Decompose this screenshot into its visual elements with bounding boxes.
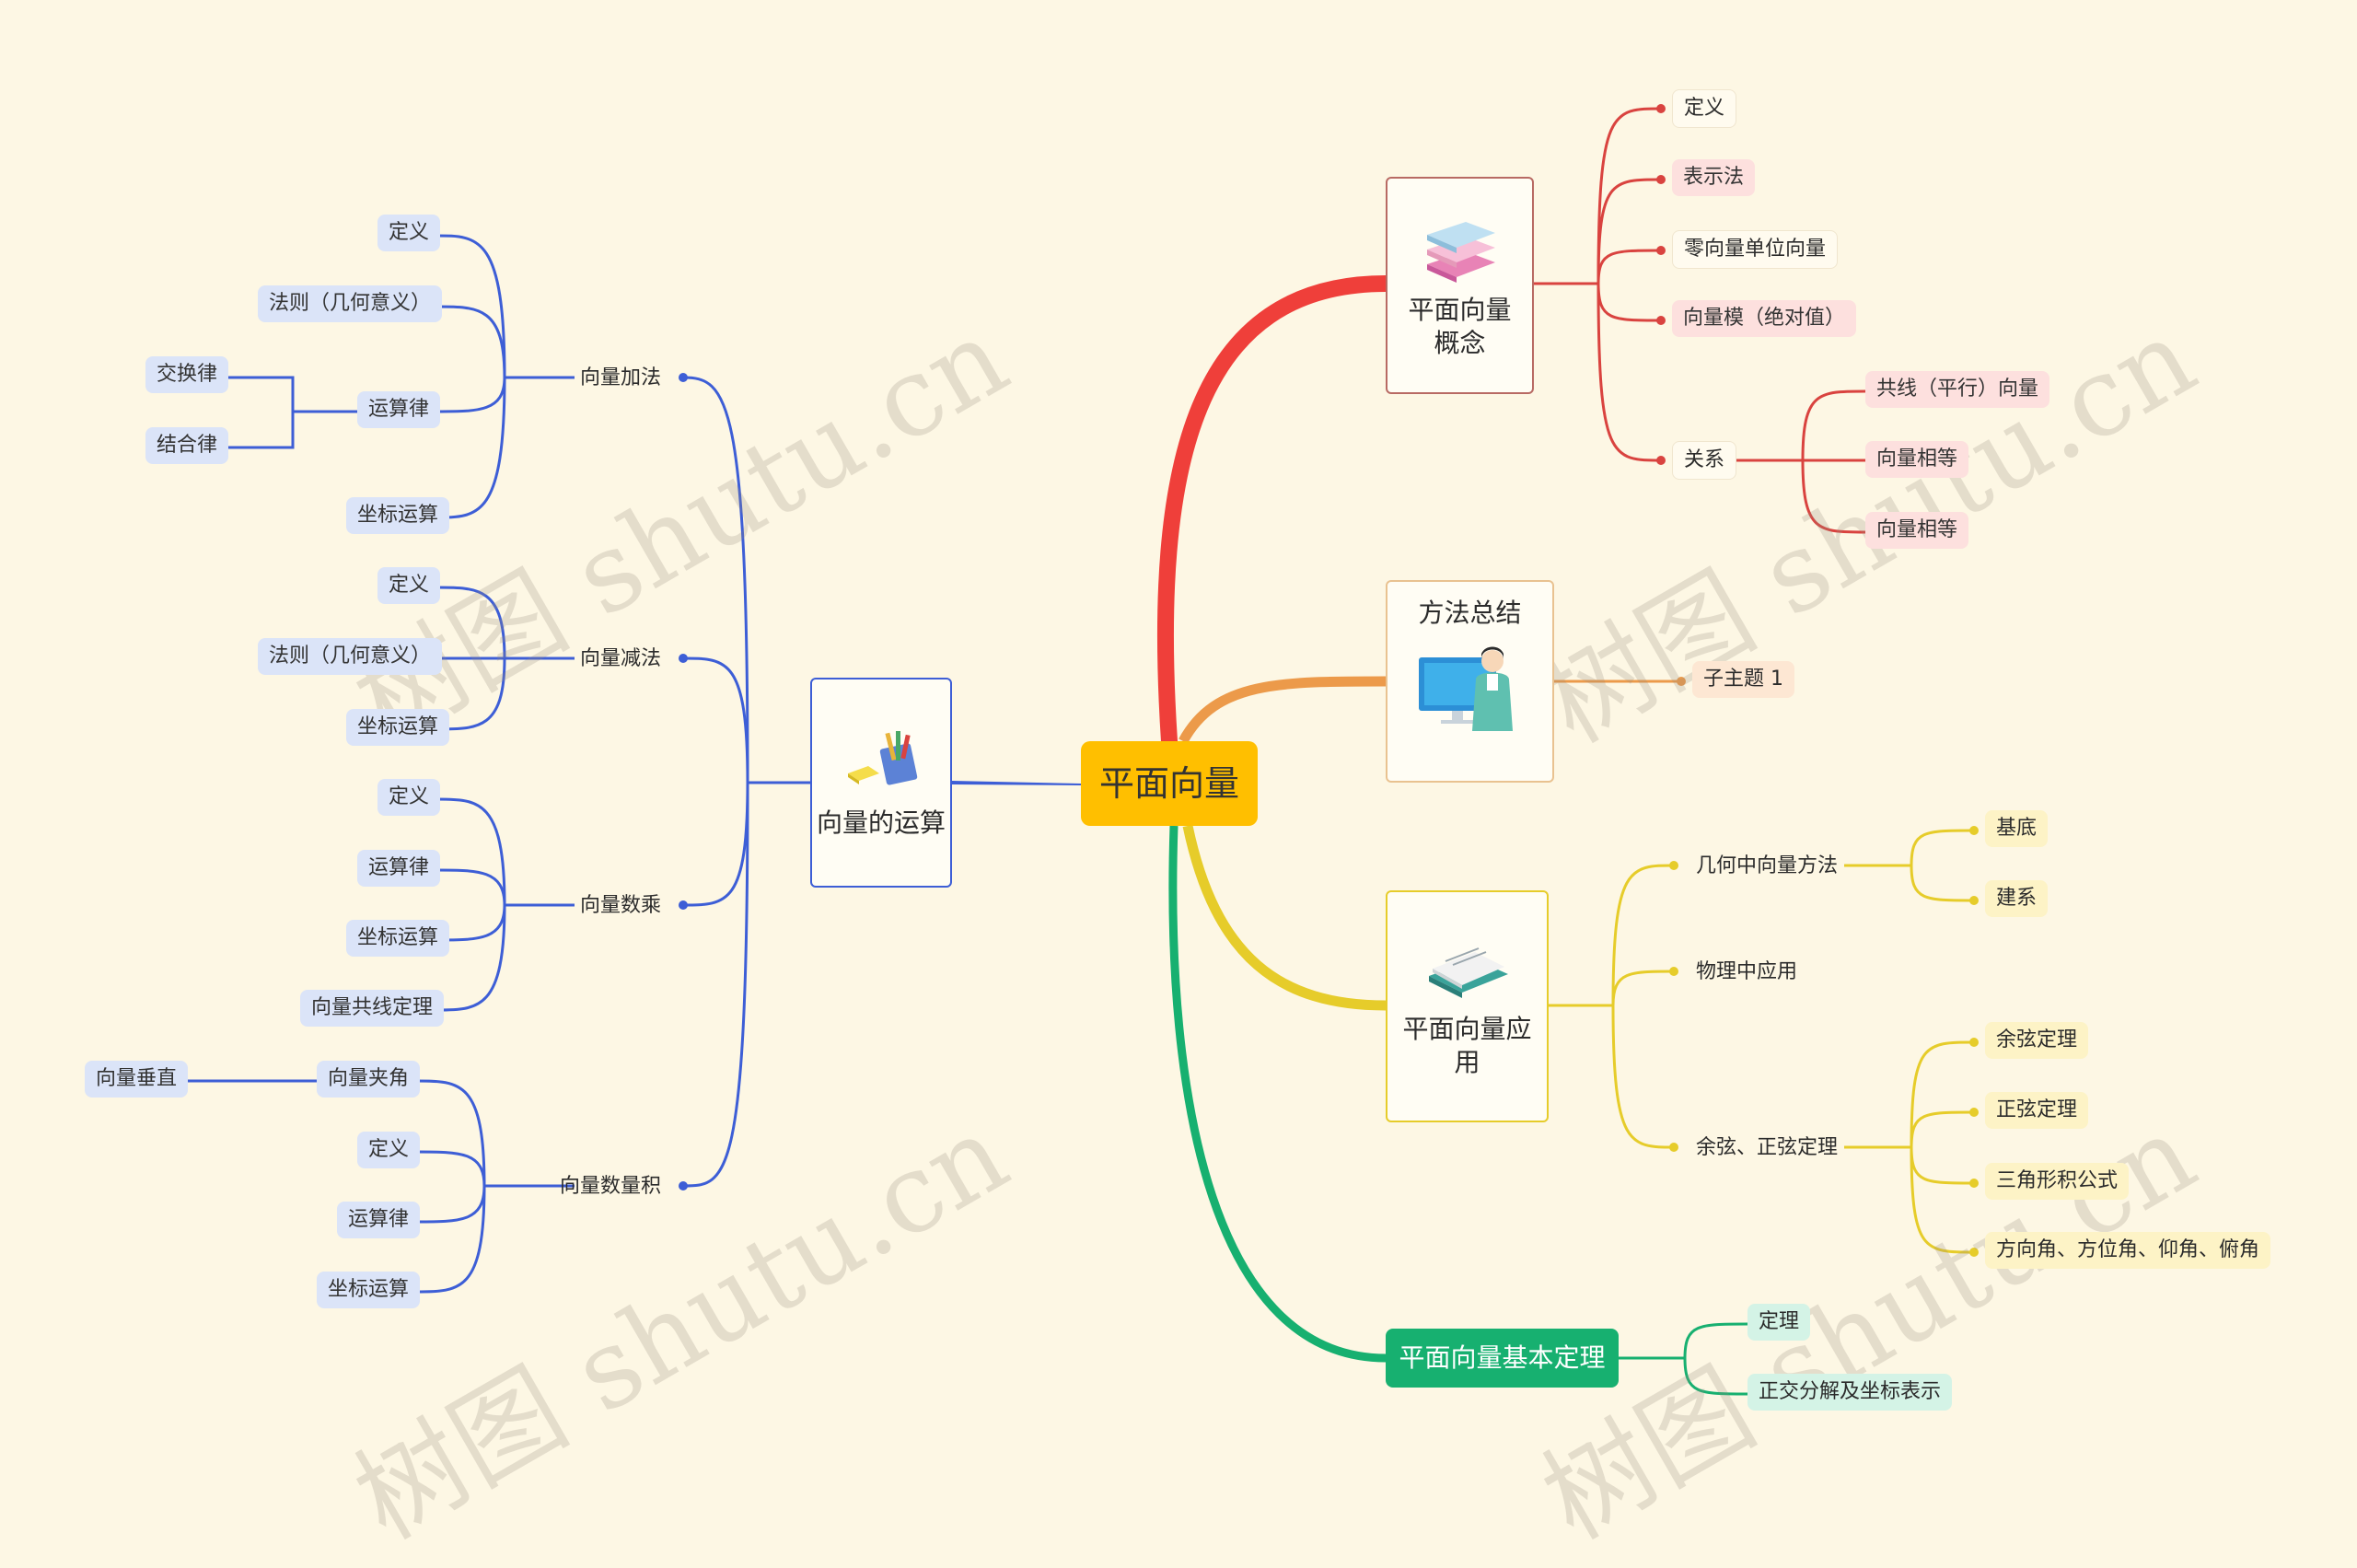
leaf-subtopic-1[interactable]: 子主题 1 [1692,661,1794,698]
leaf-triangle-area[interactable]: 三角形积公式 [1985,1163,2130,1200]
teacher-icon [1418,646,1513,732]
left-links [184,234,810,1294]
leaf-subtraction-rule[interactable]: 法则（几何意义） [258,638,443,675]
leaf-angles[interactable]: 方向角、方位角、仰角、俯角 [1985,1232,2271,1269]
stationery-icon [848,730,918,785]
mindmap-connectors [184,104,1979,1396]
theorem-links [1619,1322,1748,1396]
branch-app [1182,824,1387,1011]
left-dots [679,373,688,1191]
leaf-concept-definition[interactable]: 定义 [1672,89,1737,128]
leaf-associative-law[interactable]: 结合律 [145,427,229,464]
branch-concept [1156,275,1394,749]
leaf-cosine-sine-law[interactable]: 余弦、正弦定理 [1696,1136,1839,1159]
leaf-scalar-definition[interactable]: 定义 [377,779,441,816]
branch-method [1178,676,1387,744]
leaf-scalar-laws[interactable]: 运算律 [357,850,441,887]
leaf-commutative-law[interactable]: 交换律 [145,356,229,393]
leaf-orthogonal-decomposition[interactable]: 正交分解及坐标表示 [1747,1374,1953,1411]
topic-application[interactable]: 平面向量应用 [1386,890,1549,1122]
leaf-addition-laws[interactable]: 运算律 [357,391,441,428]
leaf-dot-definition[interactable]: 定义 [357,1132,421,1168]
topic-label: 平面向量概念 [1408,294,1512,358]
topic-basic-theorem[interactable]: 平面向量基本定理 [1386,1329,1619,1388]
leaf-equal-vectors-2[interactable]: 向量相等 [1865,512,1969,549]
leaf-concept-magnitude[interactable]: 向量模（绝对值） [1672,300,1857,337]
concept-links [1534,107,1866,534]
leaf-perpendicular[interactable]: 向量垂直 [85,1061,189,1098]
group-subtraction[interactable]: 向量减法 [580,647,662,670]
notebook-icon [1428,947,1508,998]
leaf-concept-relation[interactable]: 关系 [1672,441,1737,480]
root-topic[interactable]: 平面向量 [1081,741,1258,826]
topic-vector-operations[interactable]: 向量的运算 [810,678,952,888]
branch-left [952,781,1081,785]
leaf-concept-zero-unit[interactable]: 零向量单位向量 [1672,230,1839,269]
leaf-addition-coordinates[interactable]: 坐标运算 [346,497,450,534]
group-scalar-multiplication[interactable]: 向量数乘 [580,894,662,917]
group-dot-product[interactable]: 向量数量积 [560,1175,662,1198]
leaf-basis[interactable]: 基底 [1985,810,2049,847]
concept-dots [1656,104,1666,465]
leaf-law-of-sines[interactable]: 正弦定理 [1985,1092,2089,1129]
application-dots [1669,826,1979,1257]
leaf-coordinate-system[interactable]: 建系 [1985,880,2049,917]
method-links [1554,677,1686,686]
topic-concept[interactable]: 平面向量概念 [1386,177,1534,394]
topic-label: 平面向量应用 [1402,1013,1532,1077]
group-addition[interactable]: 向量加法 [580,366,662,389]
leaf-law-of-cosines[interactable]: 余弦定理 [1985,1022,2089,1059]
leaf-concept-notation[interactable]: 表示法 [1672,159,1756,196]
topic-label: 方法总结 [1418,598,1522,628]
leaf-theorem[interactable]: 定理 [1747,1304,1811,1341]
leaf-collinear-vectors[interactable]: 共线（平行）向量 [1865,371,2050,408]
branch-theorem [1168,825,1387,1363]
leaf-dot-laws[interactable]: 运算律 [337,1202,421,1238]
leaf-dot-coordinates[interactable]: 坐标运算 [317,1272,421,1308]
application-links [1549,829,1975,1254]
leaf-equal-vectors[interactable]: 向量相等 [1865,441,1969,478]
books-icon [1426,221,1495,283]
leaf-subtraction-definition[interactable]: 定义 [377,567,441,604]
leaf-addition-rule[interactable]: 法则（几何意义） [258,285,443,322]
leaf-collinear-theorem[interactable]: 向量共线定理 [300,990,445,1027]
topic-method-summary[interactable]: 方法总结 [1386,580,1554,783]
leaf-vector-angle[interactable]: 向量夹角 [317,1061,421,1098]
leaf-scalar-coordinates[interactable]: 坐标运算 [346,920,450,957]
leaf-physics-application[interactable]: 物理中应用 [1696,960,1798,983]
topic-label: 向量的运算 [816,807,946,838]
leaf-geometry-method[interactable]: 几何中向量方法 [1696,854,1839,877]
leaf-subtraction-coordinates[interactable]: 坐标运算 [346,709,450,746]
leaf-addition-definition[interactable]: 定义 [377,215,441,251]
